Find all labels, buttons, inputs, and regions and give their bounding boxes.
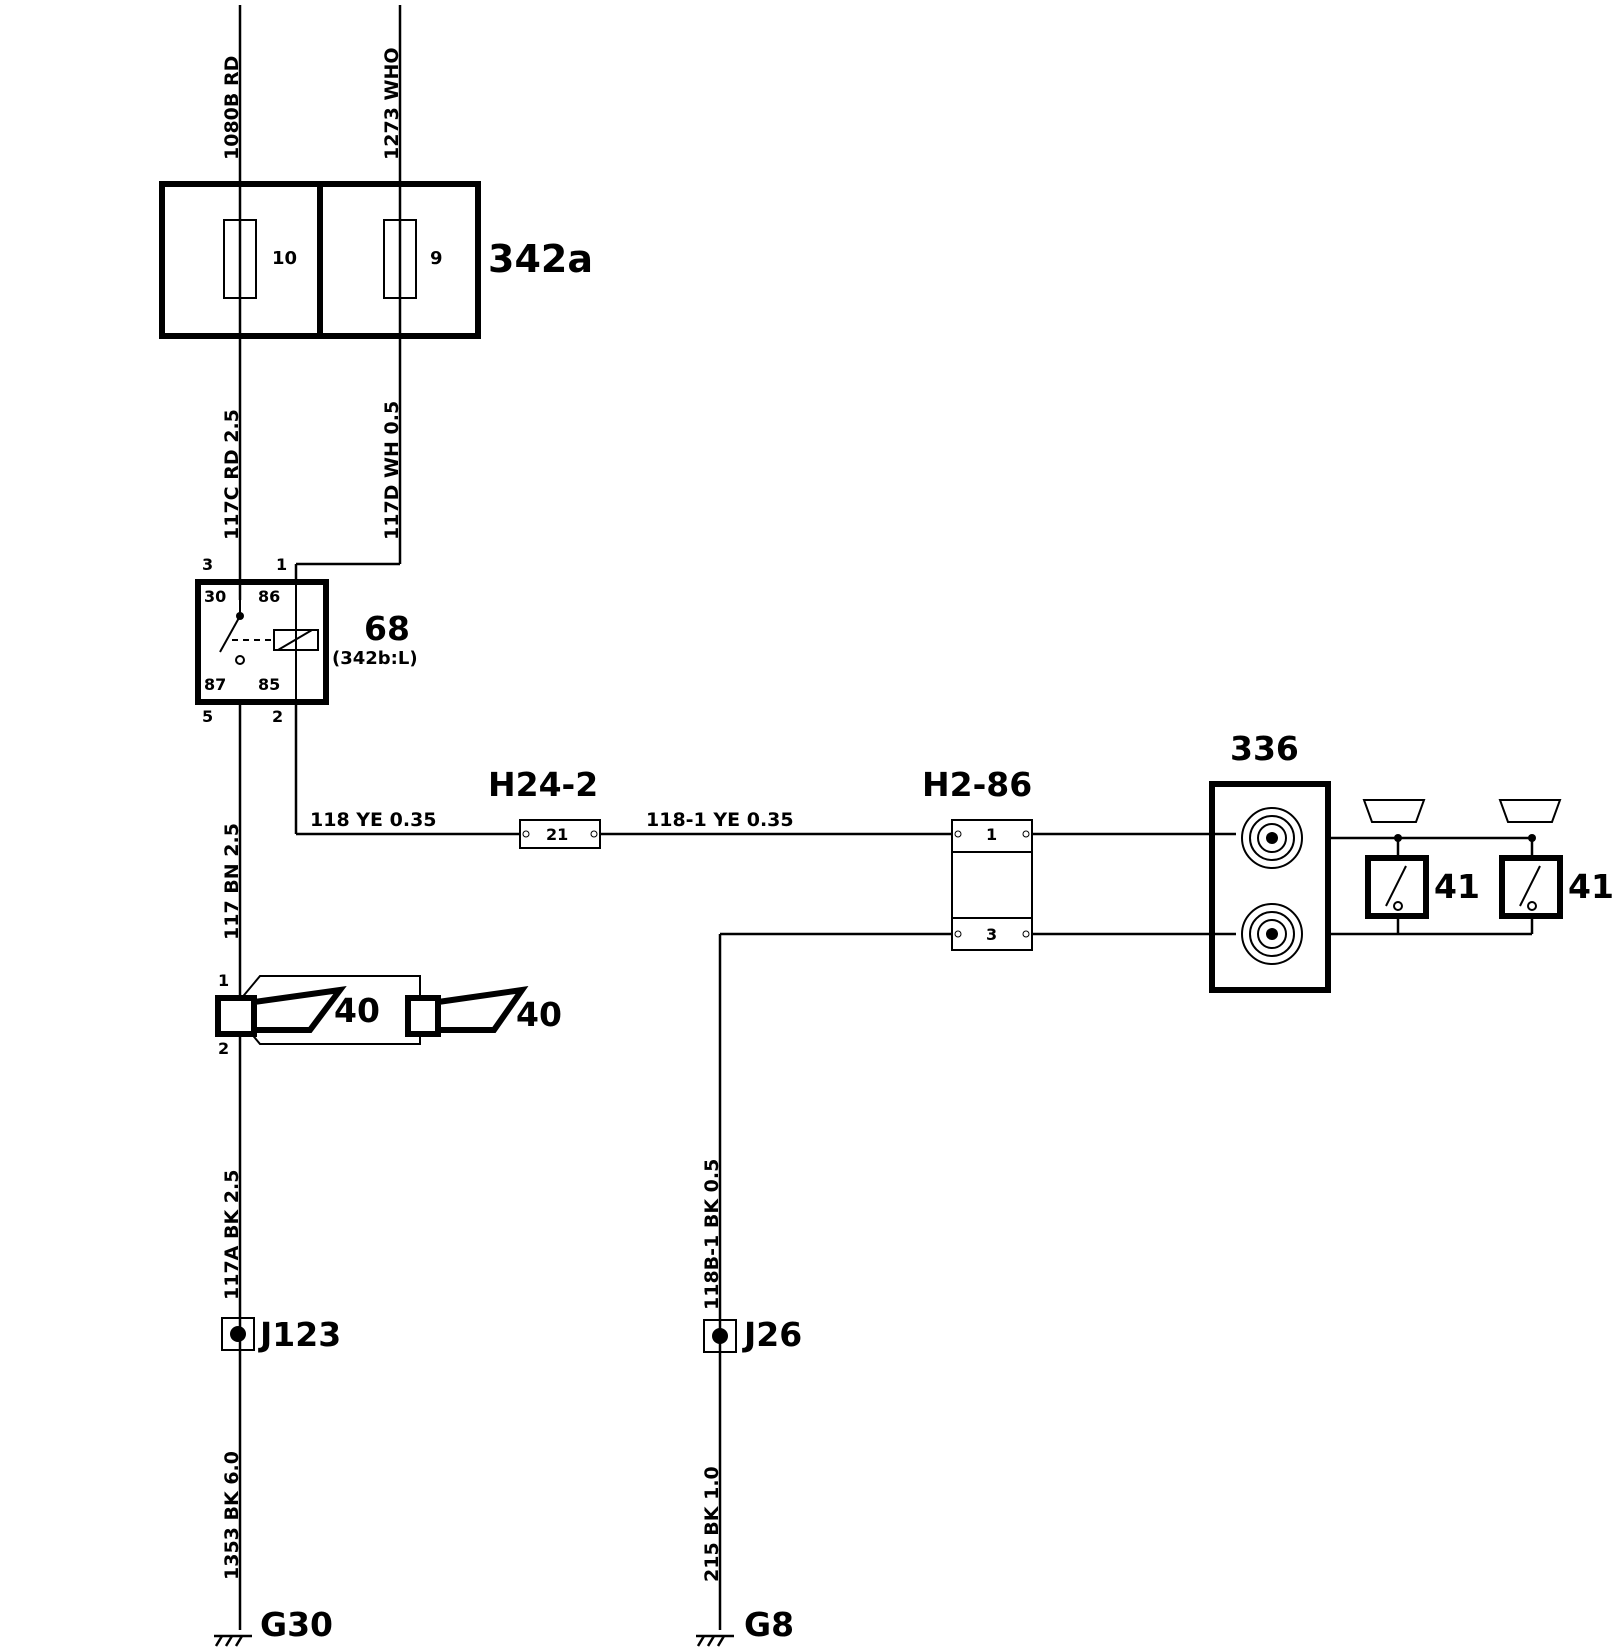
ground-g30-label: G30 bbox=[260, 1605, 333, 1644]
relay-terminal-30: 30 bbox=[204, 587, 226, 606]
fuse-box-label: 342a bbox=[488, 237, 593, 281]
contact-reel-label: 336 bbox=[1230, 729, 1299, 768]
ground-icon bbox=[214, 1634, 252, 1647]
connector-h24-2-pin: 21 bbox=[546, 825, 568, 844]
spiral-icon bbox=[1241, 807, 1303, 869]
horns: 1 2 40 40 bbox=[215, 971, 562, 1058]
ground-g8-label: G8 bbox=[744, 1605, 794, 1644]
horn-left-label: 40 bbox=[334, 991, 380, 1030]
ground-g8: G8 bbox=[696, 1605, 794, 1647]
connector-h2-86-pin-3: 3 bbox=[986, 925, 997, 944]
relay-terminal-85: 85 bbox=[258, 675, 280, 694]
ground-icon bbox=[696, 1634, 734, 1647]
wire-117a-label: 117A BK 2.5 bbox=[221, 1170, 243, 1300]
wire-215-label: 215 BK 1.0 bbox=[701, 1466, 723, 1582]
relay-pin-3: 3 bbox=[202, 555, 213, 574]
wire-118b-1-label: 118B-1 BK 0.5 bbox=[701, 1159, 723, 1310]
horn-button-right-label: 41 bbox=[1568, 867, 1614, 906]
fuse-10-label: 10 bbox=[272, 248, 297, 269]
horn-relay: 30 86 87 85 3 1 5 2 68 (342b:L) bbox=[195, 555, 418, 726]
connector-h2-86-pin-1: 1 bbox=[986, 825, 997, 844]
wire-118-label: 118 YE 0.35 bbox=[310, 809, 437, 831]
horn-symbol-icon bbox=[1362, 799, 1426, 823]
horn-pin-2: 2 bbox=[218, 1039, 229, 1058]
wire-117d-label: 117D WH 0.5 bbox=[381, 401, 403, 540]
horn-button-right: 41 bbox=[1498, 799, 1614, 934]
horn-button-left: 41 bbox=[1362, 799, 1480, 934]
relay-label: 68 bbox=[364, 609, 410, 648]
splice-j123: J123 bbox=[221, 1315, 341, 1354]
relay-terminal-86: 86 bbox=[258, 587, 280, 606]
wire-1353-label: 1353 BK 6.0 bbox=[221, 1451, 243, 1580]
horn-right-icon bbox=[435, 986, 529, 1033]
horn-button-left-label: 41 bbox=[1434, 867, 1480, 906]
relay-pin-2: 2 bbox=[272, 707, 283, 726]
wire-1273-label: 1273 WHO bbox=[381, 47, 403, 160]
contact-reel: 336 bbox=[1209, 729, 1331, 993]
relay-sublabel: (342b:L) bbox=[332, 648, 418, 669]
relay-terminal-87: 87 bbox=[204, 675, 226, 694]
fuse-box: 10 9 342a bbox=[159, 181, 593, 339]
connector-h24-2-label: H24-2 bbox=[488, 765, 598, 804]
spiral-icon bbox=[1241, 903, 1303, 965]
horn-pin-1: 1 bbox=[218, 971, 229, 990]
wire-117c-label: 117C RD 2.5 bbox=[221, 409, 243, 540]
wire-118-1-label: 118-1 YE 0.35 bbox=[646, 809, 794, 831]
relay-pin-1: 1 bbox=[276, 555, 287, 574]
horn-right-label: 40 bbox=[516, 995, 562, 1034]
splice-j123-label: J123 bbox=[258, 1315, 341, 1354]
horn-symbol-icon bbox=[1498, 799, 1562, 823]
wire-1080b-label: 1080B RD bbox=[221, 56, 243, 160]
connector-h2-86-label: H2-86 bbox=[922, 765, 1032, 804]
splice-j26-label: J26 bbox=[742, 1315, 802, 1354]
connector-h2-86: 1 3 H2-86 bbox=[922, 765, 1033, 951]
horn-left-icon bbox=[251, 986, 347, 1033]
connector-h24-2: 21 H24-2 bbox=[488, 765, 601, 849]
fuse-9-label: 9 bbox=[430, 248, 443, 269]
ground-g30: G30 bbox=[214, 1605, 333, 1647]
relay-pin-5: 5 bbox=[202, 707, 213, 726]
wire-117-label: 117 BN 2.5 bbox=[221, 823, 243, 940]
splice-j26: J26 bbox=[703, 1315, 802, 1354]
